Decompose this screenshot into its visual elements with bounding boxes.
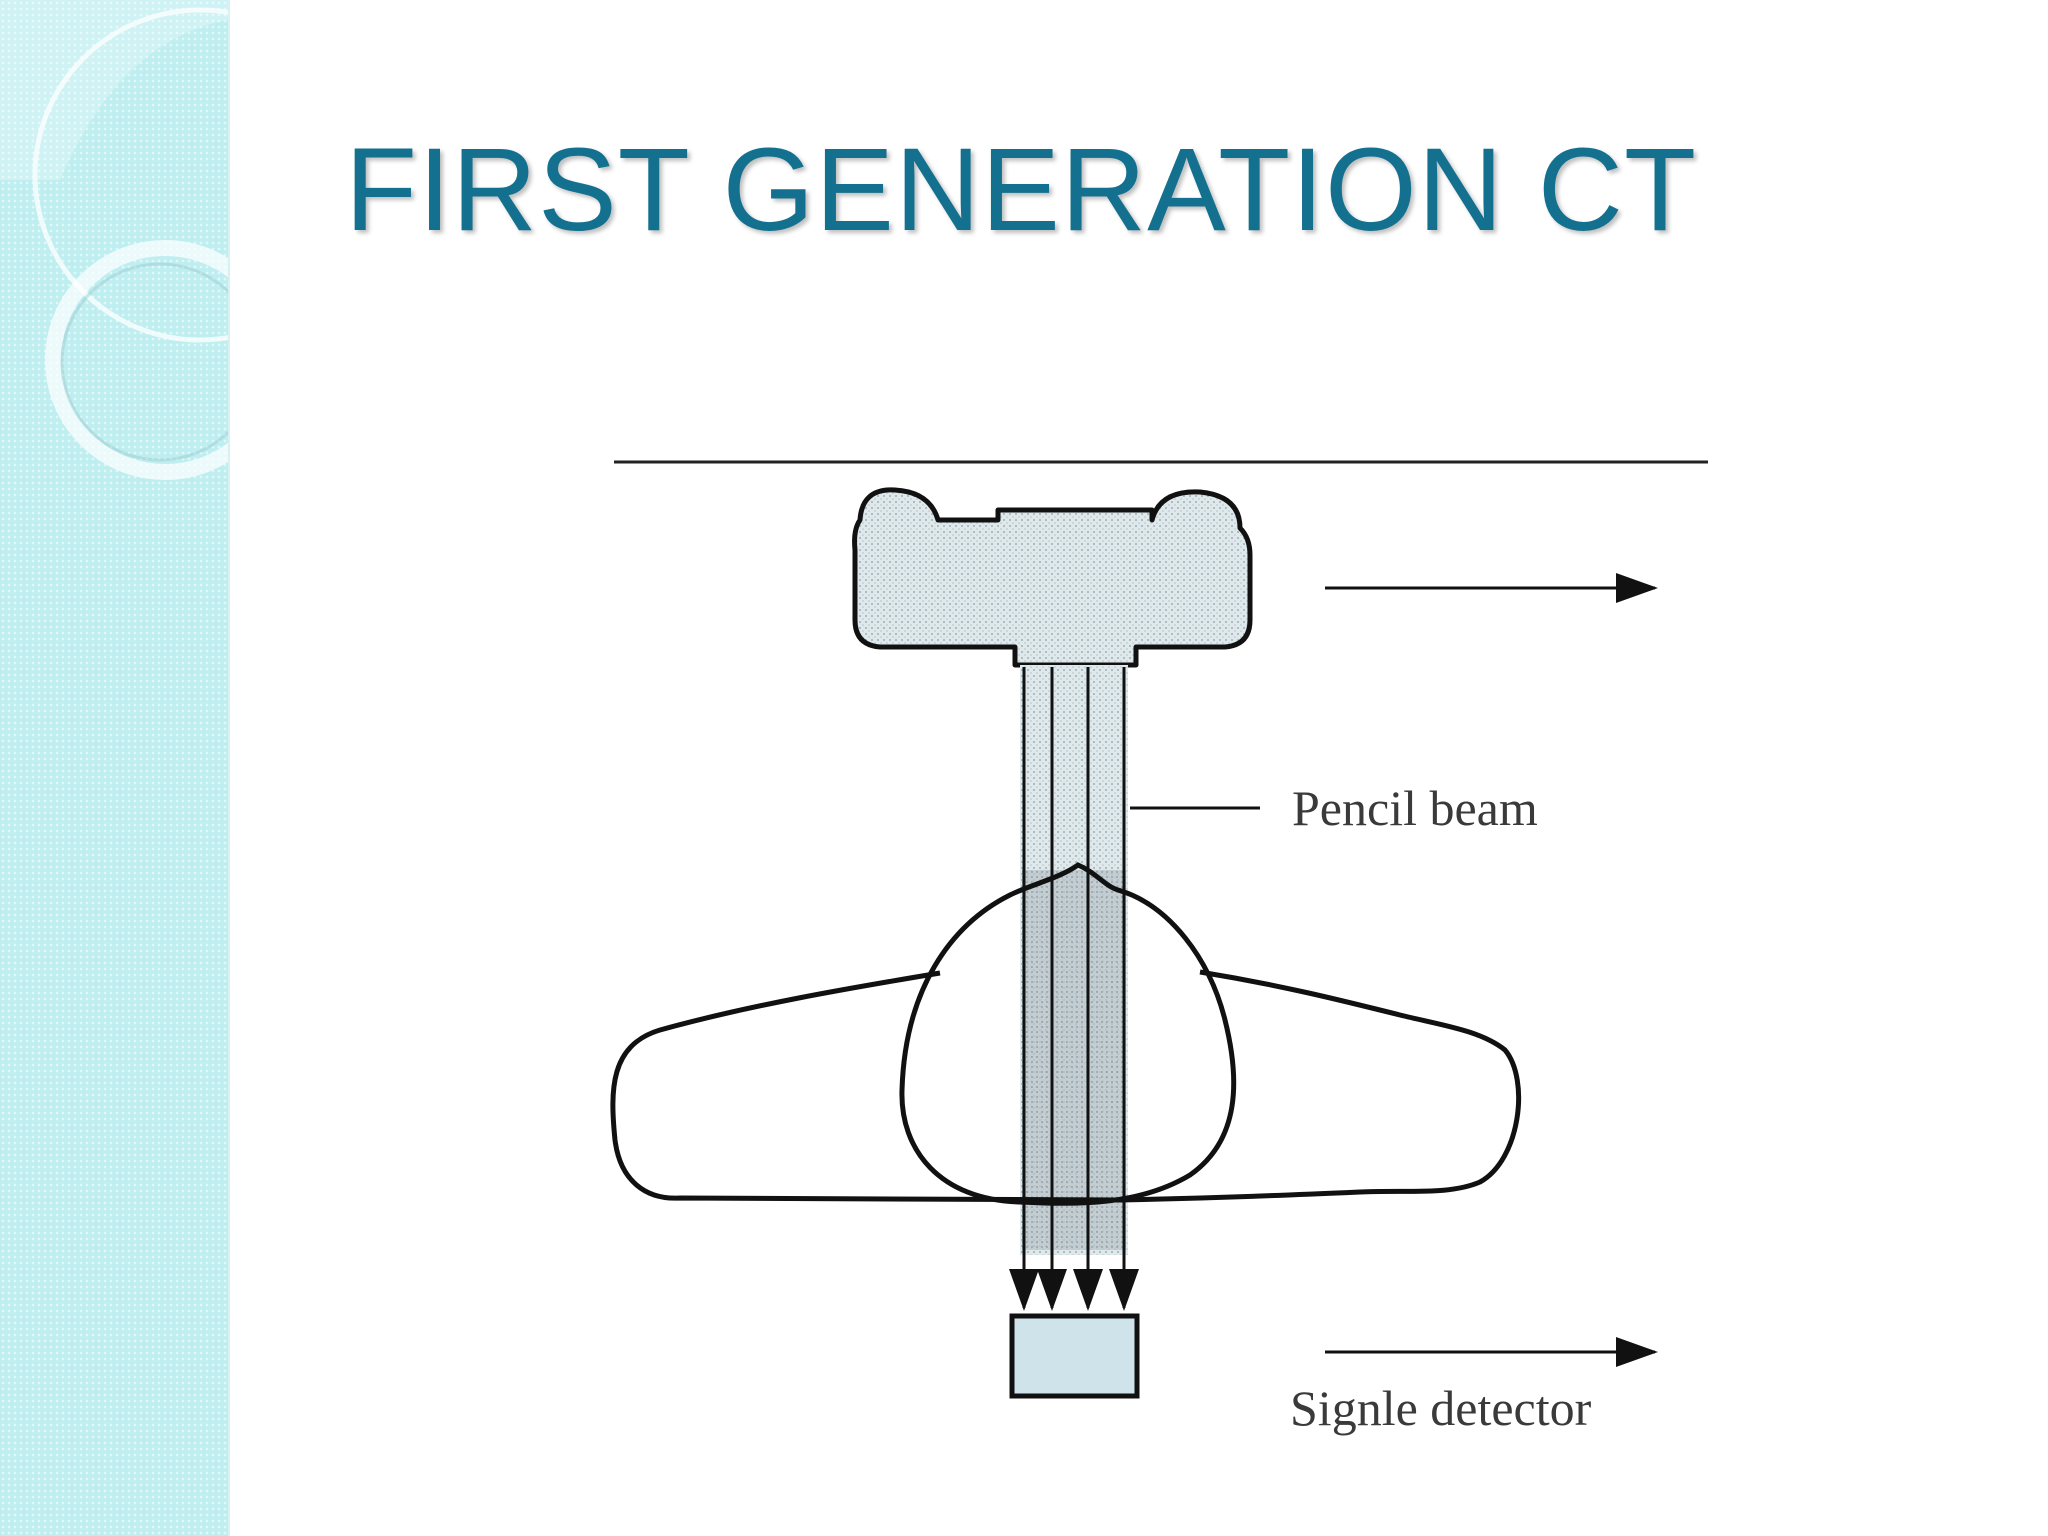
slide-title: FIRST GENERATION CT	[345, 124, 1698, 256]
xray-source-tube	[852, 487, 1253, 668]
patient-head-region	[899, 862, 1237, 1206]
detector-label: Signle detector	[1290, 1380, 1592, 1436]
pencil-beam-attenuated	[1022, 870, 1126, 1250]
beam-rays	[1009, 667, 1139, 1311]
first-generation-ct-diagram: Pencil beam Signle detector	[610, 460, 1708, 1436]
decorative-rings	[0, 0, 228, 480]
pencil-beam-label: Pencil beam	[1292, 780, 1538, 836]
decorative-side-panel	[0, 0, 230, 1536]
patient-body-outline	[610, 969, 1522, 1203]
single-detector	[1009, 1313, 1140, 1399]
